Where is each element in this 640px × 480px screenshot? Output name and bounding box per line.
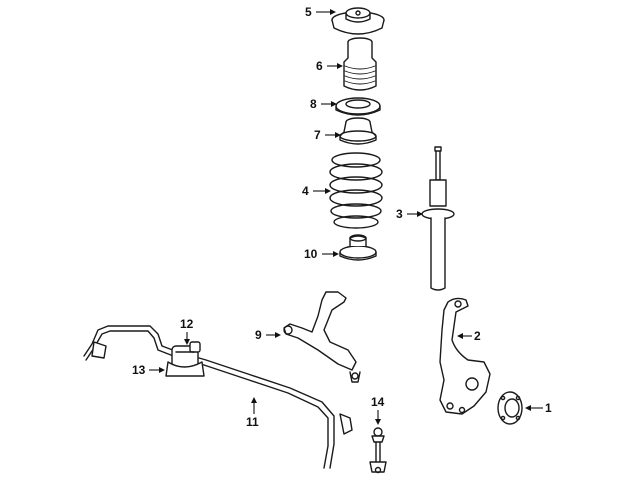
stabilizer-bar <box>83 325 353 469</box>
callout-9: 9 <box>255 328 281 342</box>
callout-number: 5 <box>305 5 312 19</box>
bump-stop-boot <box>343 37 377 91</box>
stabilizer-link <box>369 427 387 474</box>
callout-number: 9 <box>255 328 262 342</box>
callout-number: 6 <box>316 59 323 73</box>
callout-4: 4 <box>302 184 331 198</box>
steering-knuckle <box>439 297 491 415</box>
callout-number: 10 <box>304 247 318 261</box>
callout-3: 3 <box>396 207 423 221</box>
callout-10: 10 <box>304 247 339 261</box>
lower-spring-seat <box>339 234 377 261</box>
callout-8: 8 <box>310 97 337 111</box>
callout-1: 1 <box>525 401 552 415</box>
callout-number: 1 <box>545 401 552 415</box>
callout-number: 13 <box>132 363 146 377</box>
strut-mount <box>331 7 385 35</box>
callout-number: 14 <box>371 395 385 409</box>
strut-assembly <box>421 146 455 291</box>
hub-bearing <box>497 391 523 425</box>
callout-7: 7 <box>314 128 341 142</box>
callout-14: 14 <box>371 395 385 425</box>
callout-number: 4 <box>302 184 309 198</box>
callout-number: 2 <box>474 329 481 343</box>
callout-number: 3 <box>396 207 403 221</box>
callout-5: 5 <box>305 5 336 19</box>
callout-12: 12 <box>180 317 194 345</box>
callout-number: 12 <box>180 317 194 331</box>
callout-number: 11 <box>246 415 259 429</box>
lower-control-arm <box>283 291 361 383</box>
spring-insulator <box>339 117 377 145</box>
upper-spring-seat <box>335 97 381 116</box>
coil-spring <box>329 152 383 229</box>
callout-2: 2 <box>457 329 481 343</box>
callout-6: 6 <box>316 59 343 73</box>
callout-13: 13 <box>132 363 165 377</box>
stabilizer-bushing <box>165 341 205 377</box>
callout-11: 11 <box>246 397 259 429</box>
callout-number: 7 <box>314 128 321 142</box>
callout-number: 8 <box>310 97 317 111</box>
